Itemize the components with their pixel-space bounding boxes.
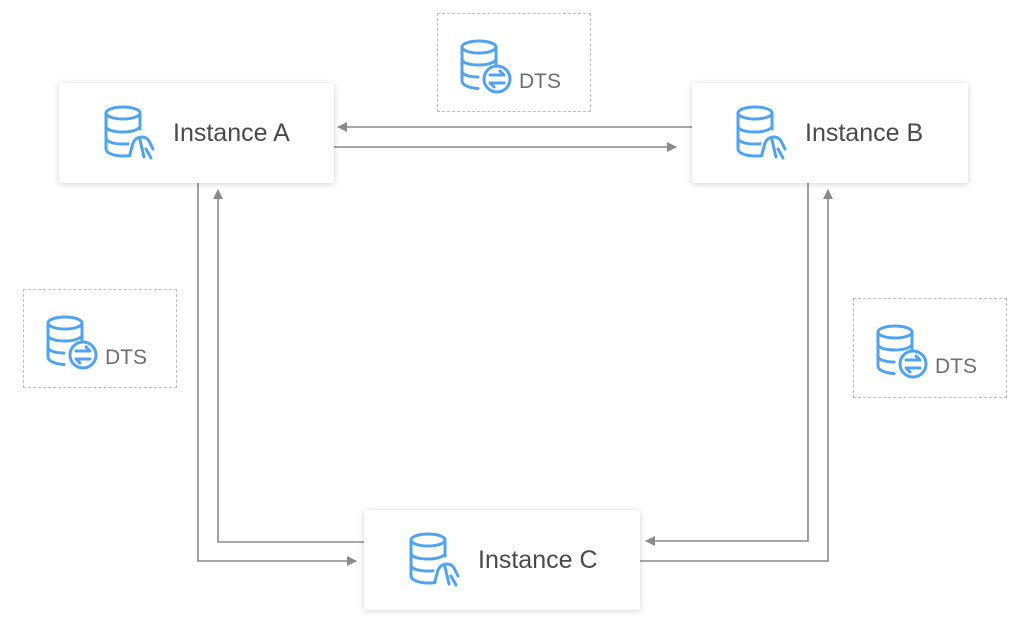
instance-b-node[interactable]: Instance B [692, 83, 968, 183]
dts-sync-database-icon [46, 315, 98, 370]
dts-label: DTS [105, 346, 147, 369]
arrow-c-to-b [640, 189, 833, 562]
arrow-a-to-c [197, 183, 357, 566]
dts-sync-database-icon [876, 324, 928, 379]
arrow-c-to-a [213, 189, 364, 543]
instance-b-label: Instance B [805, 118, 924, 147]
instance-c-label: Instance C [478, 545, 598, 574]
mysql-database-icon [409, 532, 460, 587]
mysql-database-icon [736, 105, 787, 160]
dts-box-left[interactable]: DTS [23, 289, 177, 388]
instance-c-node[interactable]: Instance C [364, 510, 640, 610]
instance-a-node[interactable]: Instance A [59, 83, 334, 183]
dts-label: DTS [935, 355, 977, 378]
dts-box-right[interactable]: DTS [853, 298, 1007, 398]
dts-label: DTS [519, 70, 561, 93]
arrow-b-to-c [645, 183, 809, 546]
instance-a-label: Instance A [173, 118, 290, 147]
dts-sync-database-icon [460, 39, 512, 94]
mysql-database-icon [104, 105, 155, 160]
dts-box-top[interactable]: DTS [437, 13, 591, 112]
